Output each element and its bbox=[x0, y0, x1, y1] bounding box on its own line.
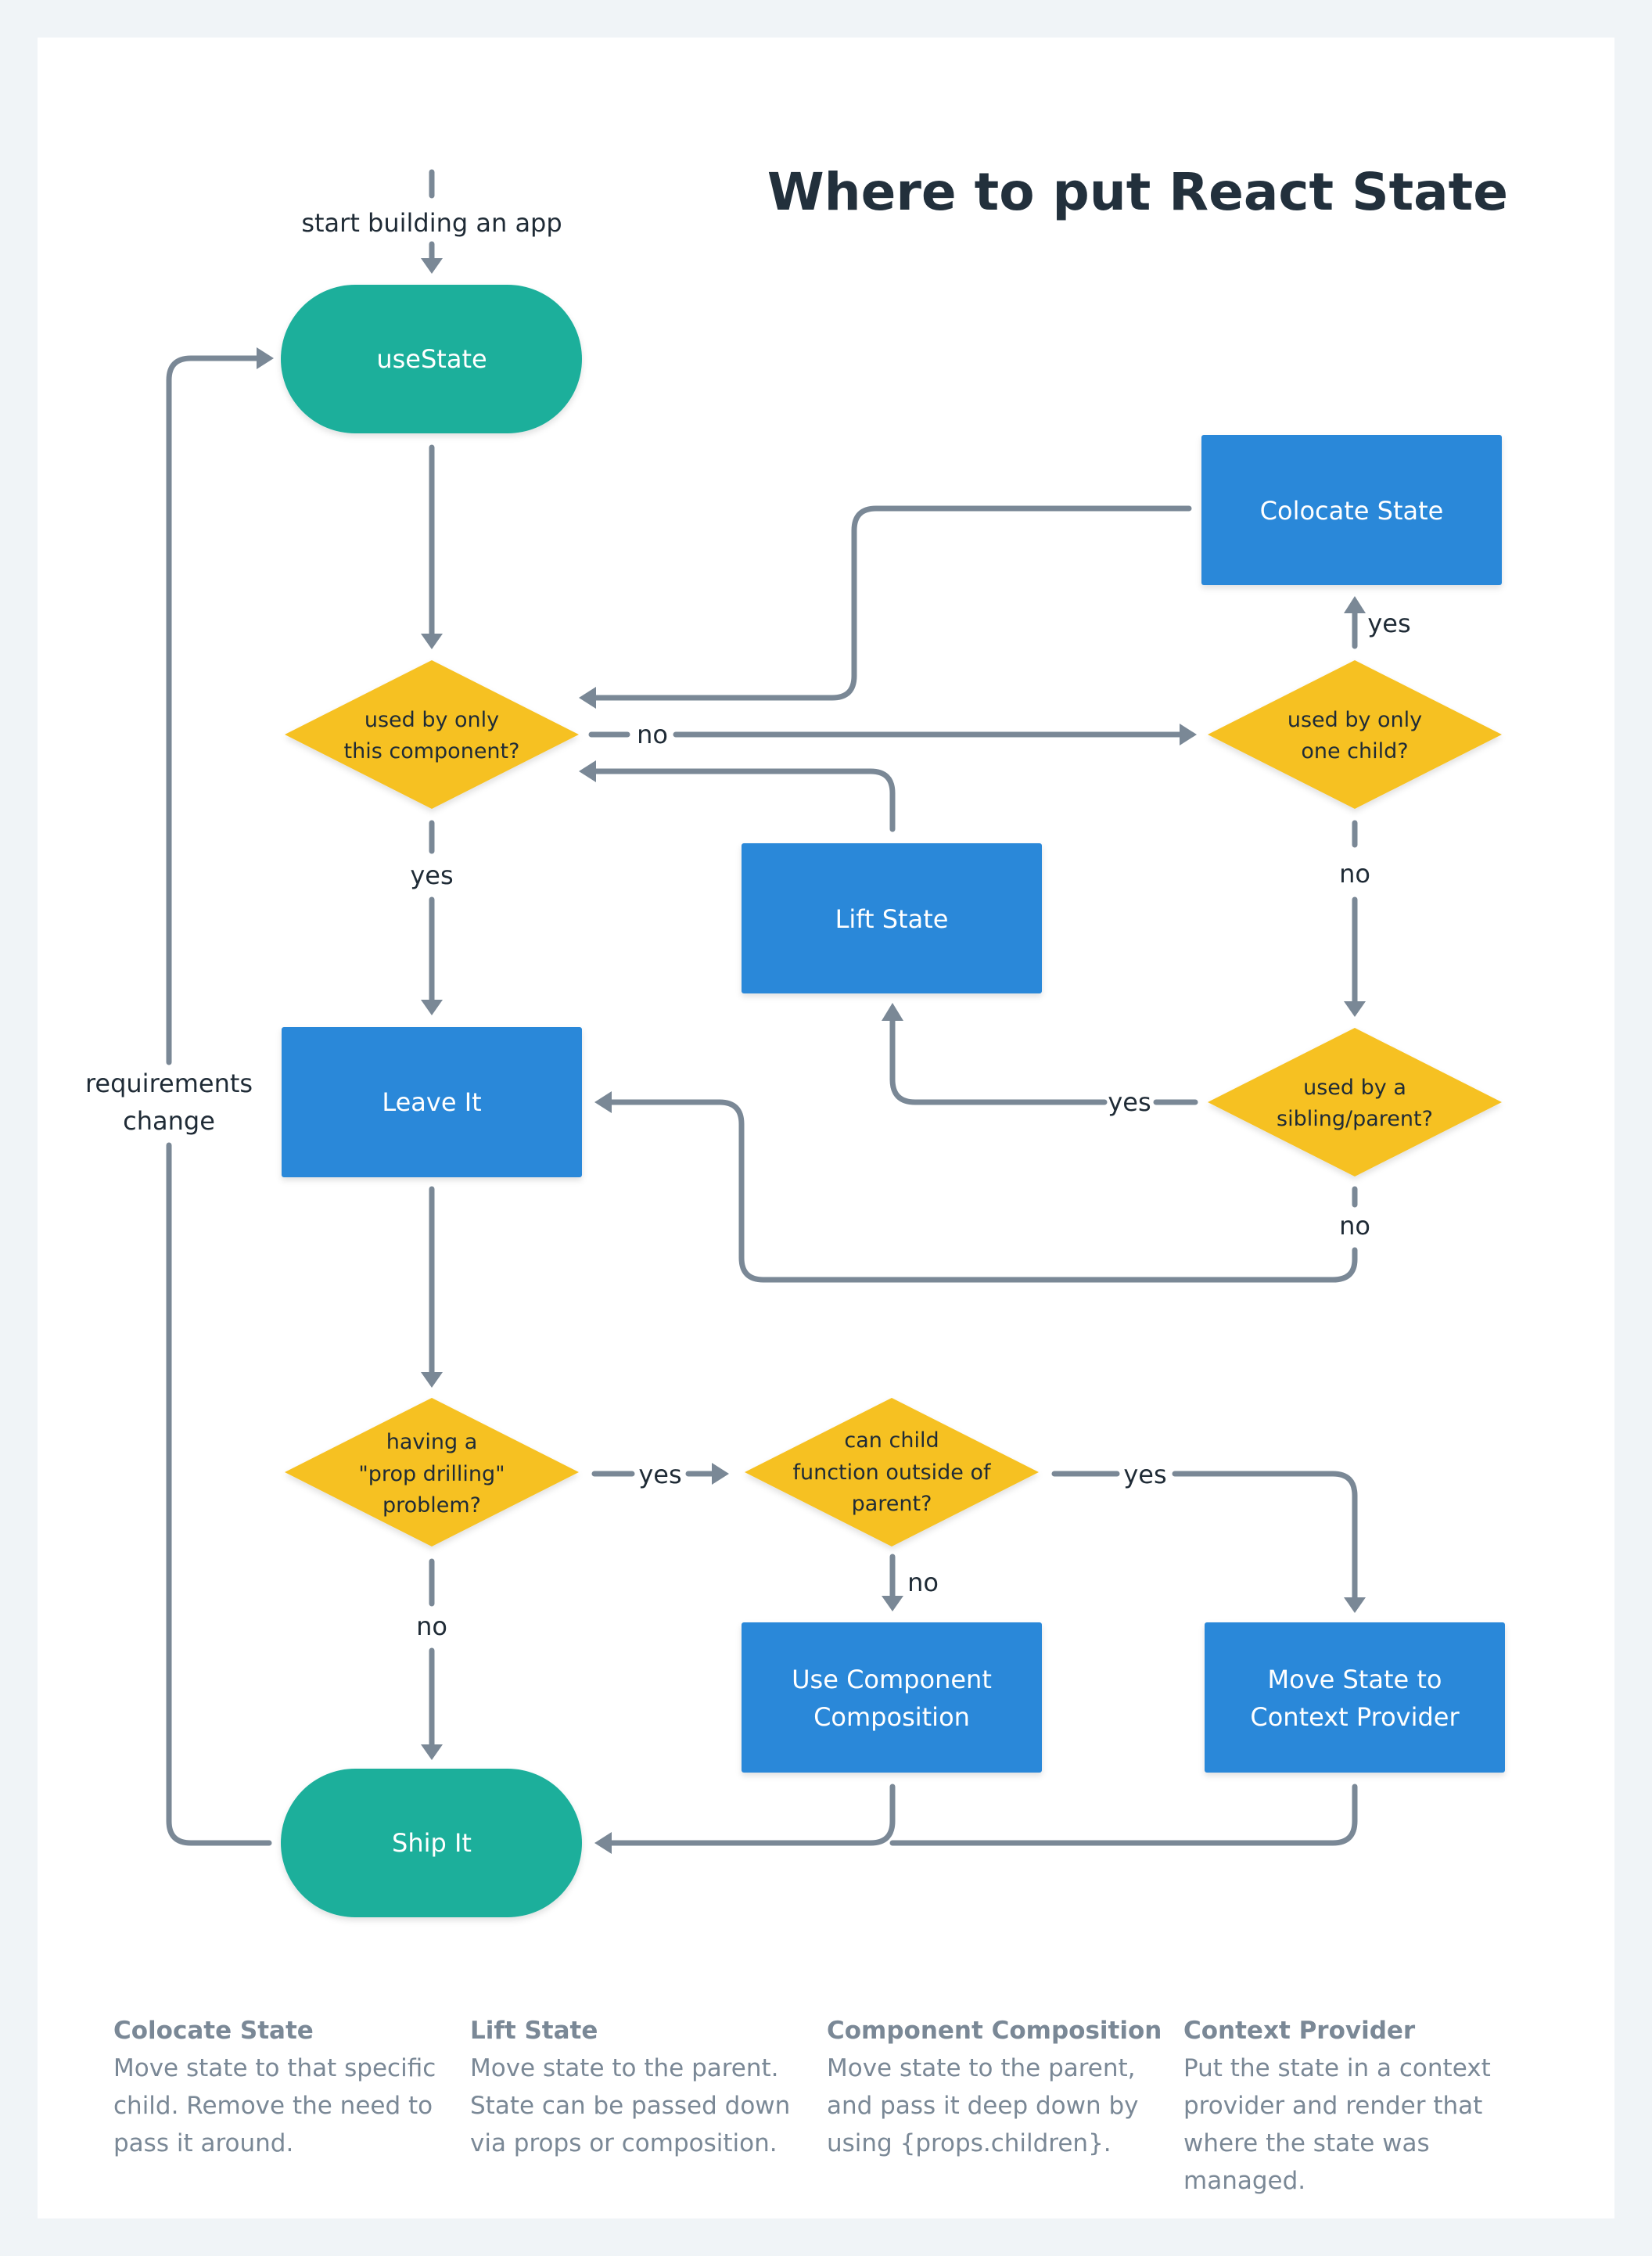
leave-it-node bbox=[282, 1027, 582, 1177]
note-line: via props or composition. bbox=[470, 2129, 778, 2157]
usestate-node bbox=[281, 285, 582, 433]
edge-label-no-ship: no bbox=[416, 1611, 447, 1641]
note-title: Component Composition bbox=[827, 2017, 1162, 2045]
note-line: pass it around. bbox=[113, 2129, 294, 2157]
decision-prop-drilling-label-3: problem? bbox=[382, 1493, 481, 1518]
note-lift-state: Lift State Move state to the parent. Sta… bbox=[470, 2012, 827, 2200]
edge-label-no-composition: no bbox=[907, 1568, 939, 1597]
note-context-provider: Context Provider Put the state in a cont… bbox=[1183, 2012, 1540, 2200]
decision-this-component-label-2: this component? bbox=[344, 739, 520, 763]
page-title: Where to put React State bbox=[767, 162, 1508, 222]
edge-label-yes-leave-it: yes bbox=[410, 860, 453, 890]
flowchart: Where to put React State bbox=[85, 162, 1508, 1917]
note-line: State can be passed down bbox=[470, 2092, 791, 2120]
decision-child-function-label-1: can child bbox=[844, 1428, 939, 1453]
ship-it-label: Ship It bbox=[392, 1828, 472, 1858]
usestate-label: useState bbox=[376, 344, 487, 374]
edge-label-yes-colocate: yes bbox=[1367, 609, 1410, 638]
edge-label-no-sibling: no bbox=[1339, 859, 1370, 889]
edge-label-no-one-child: no bbox=[637, 720, 668, 749]
diagram-card: Where to put React State bbox=[38, 38, 1614, 2218]
composition-label-1: Use Component bbox=[792, 1665, 992, 1694]
context-label-1: Move State to bbox=[1268, 1665, 1442, 1694]
decision-one-child-label-1: used by only bbox=[1287, 708, 1422, 732]
connectors bbox=[166, 169, 1366, 1854]
decision-prop-drilling bbox=[285, 1398, 579, 1547]
requirements-change-label-1: requirements bbox=[85, 1069, 253, 1098]
note-line: Move state to the parent. bbox=[470, 2054, 779, 2082]
decision-prop-drilling-label-2: "prop drilling" bbox=[358, 1462, 505, 1486]
note-title: Lift State bbox=[470, 2017, 598, 2045]
note-line: and pass it deep down by bbox=[827, 2092, 1139, 2120]
leave-it-label: Leave It bbox=[382, 1087, 481, 1117]
note-colocate-state: Colocate State Move state to that specif… bbox=[113, 2012, 470, 2200]
decision-prop-drilling-label-1: having a bbox=[386, 1430, 478, 1454]
decision-child-function-label-3: parent? bbox=[852, 1492, 932, 1516]
note-line: Move state to the parent, bbox=[827, 2054, 1136, 2082]
note-title: Context Provider bbox=[1183, 2017, 1416, 2045]
start-label: start building an app bbox=[301, 208, 562, 238]
use-component-composition-node bbox=[742, 1622, 1042, 1773]
requirements-change-label-2: change bbox=[123, 1106, 215, 1136]
colocate-state-label: Colocate State bbox=[1260, 496, 1444, 526]
note-line: provider and render that bbox=[1183, 2092, 1483, 2120]
note-component-composition: Component Composition Move state to the … bbox=[827, 2012, 1183, 2200]
decision-this-component-label-1: used by only bbox=[365, 708, 499, 732]
lift-state-label: Lift State bbox=[835, 904, 949, 934]
move-state-context-node bbox=[1205, 1622, 1505, 1773]
colocate-state-node bbox=[1201, 435, 1502, 585]
note-line: where the state was managed. bbox=[1183, 2129, 1430, 2195]
edge-label-no-leave-it: no bbox=[1339, 1211, 1370, 1241]
edge-label-yes-prop: yes bbox=[638, 1460, 681, 1489]
decision-sibling-parent-label-2: sibling/parent? bbox=[1277, 1107, 1433, 1131]
decision-child-function-label-2: function outside of bbox=[792, 1460, 992, 1485]
composition-label-2: Composition bbox=[813, 1702, 970, 1732]
note-line: child. Remove the need to bbox=[113, 2092, 433, 2120]
note-line: Put the state in a context bbox=[1183, 2054, 1491, 2082]
note-title: Colocate State bbox=[113, 2017, 314, 2045]
ship-it-node bbox=[281, 1769, 582, 1917]
decision-one-child bbox=[1208, 660, 1502, 809]
notes-section: Colocate State Move state to that specif… bbox=[113, 2012, 1600, 2200]
note-line: Move state to that specific bbox=[113, 2054, 436, 2082]
edge-label-yes-context: yes bbox=[1123, 1460, 1166, 1489]
lift-state-node bbox=[742, 843, 1042, 993]
decision-sibling-parent bbox=[1208, 1028, 1502, 1176]
decision-this-component bbox=[285, 660, 579, 809]
note-line: using {props.children}. bbox=[827, 2129, 1112, 2157]
edge-label-yes-lift: yes bbox=[1108, 1087, 1151, 1117]
decision-child-function bbox=[745, 1398, 1039, 1547]
context-label-2: Context Provider bbox=[1250, 1702, 1460, 1732]
decision-one-child-label-2: one child? bbox=[1301, 739, 1408, 763]
decision-sibling-parent-label-1: used by a bbox=[1303, 1076, 1406, 1100]
